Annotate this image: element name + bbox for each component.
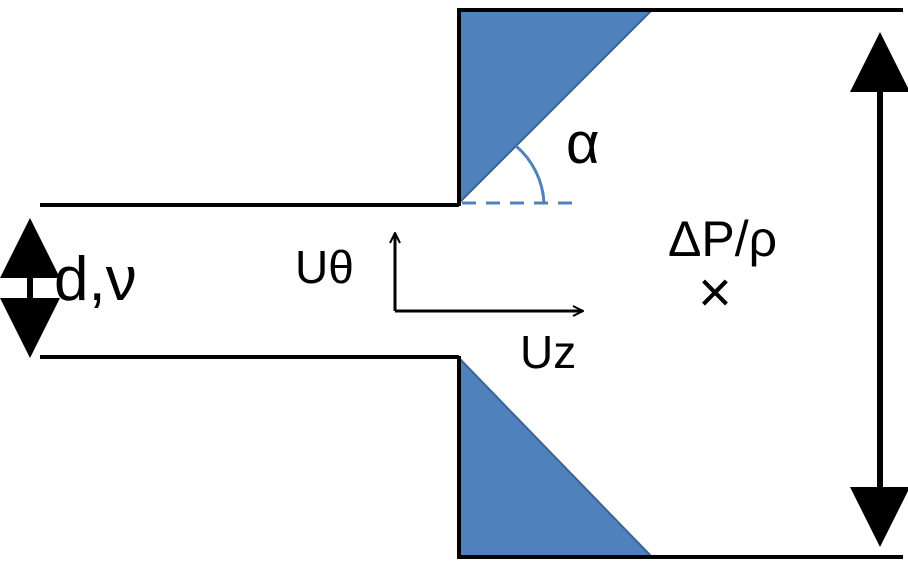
u-z-label: Uz	[520, 326, 576, 378]
pressure-point-marker: ×	[698, 260, 732, 325]
lower-wedge	[458, 355, 655, 558]
angle-arc	[515, 144, 546, 204]
upper-wedge	[458, 9, 655, 206]
u-theta-label: Uθ	[295, 241, 354, 293]
angle-alpha-label: α	[566, 111, 600, 176]
pressure-ratio-label: ΔP/ρ	[668, 211, 777, 267]
diameter-viscosity-label: d,ν	[54, 245, 137, 314]
